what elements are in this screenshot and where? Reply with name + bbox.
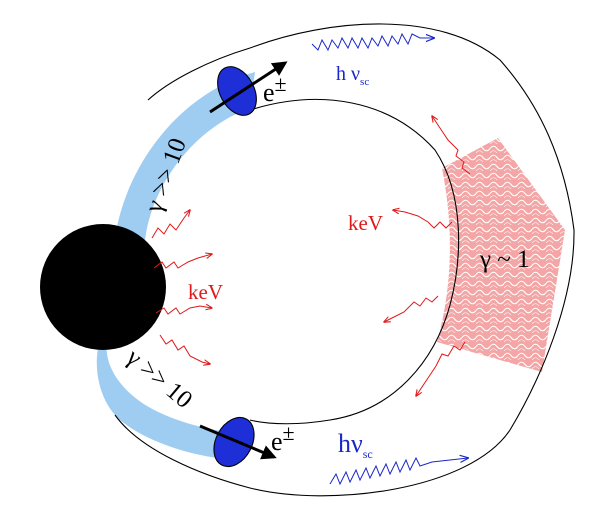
- hnu-arrow-upper: [311, 32, 434, 52]
- blob-lower: [213, 416, 255, 468]
- hot-region: [437, 138, 565, 372]
- kev-arrow-5: [432, 116, 471, 175]
- kev-arrow-6: [393, 210, 453, 229]
- kev-arrow-7: [384, 295, 439, 322]
- electron-arrow-lower: [199, 424, 277, 460]
- kev-arrow-1: [151, 210, 190, 239]
- outer-boundary: [114, 23, 575, 497]
- kev-photon-arrows: [151, 116, 471, 396]
- electron-arrow-upper: [209, 61, 288, 114]
- gamma-hot-label: γ ~ 1: [479, 246, 530, 273]
- hnu-label-lower: hνsc: [338, 429, 373, 461]
- inner-boundary: [249, 98, 460, 425]
- electron-label-lower: e±: [271, 420, 295, 456]
- kev-arrow-2: [153, 254, 212, 269]
- kev-arrow-3: [155, 306, 212, 315]
- kev-arrow-4: [159, 334, 210, 364]
- kev-label-inner: keV: [348, 211, 383, 235]
- flux-tube-lower: [96, 318, 250, 460]
- kev-label-star: keV: [188, 280, 223, 304]
- hnu-label-upper: h νsc: [336, 63, 369, 88]
- flux-tube-upper: [115, 72, 255, 242]
- outer-boundary-upper-tail: [147, 47, 251, 101]
- electron-label-upper: e±: [263, 71, 287, 107]
- kev-arrow-8: [416, 341, 466, 396]
- star-disk: [40, 224, 166, 350]
- hnu-arrow-lower: [329, 458, 468, 486]
